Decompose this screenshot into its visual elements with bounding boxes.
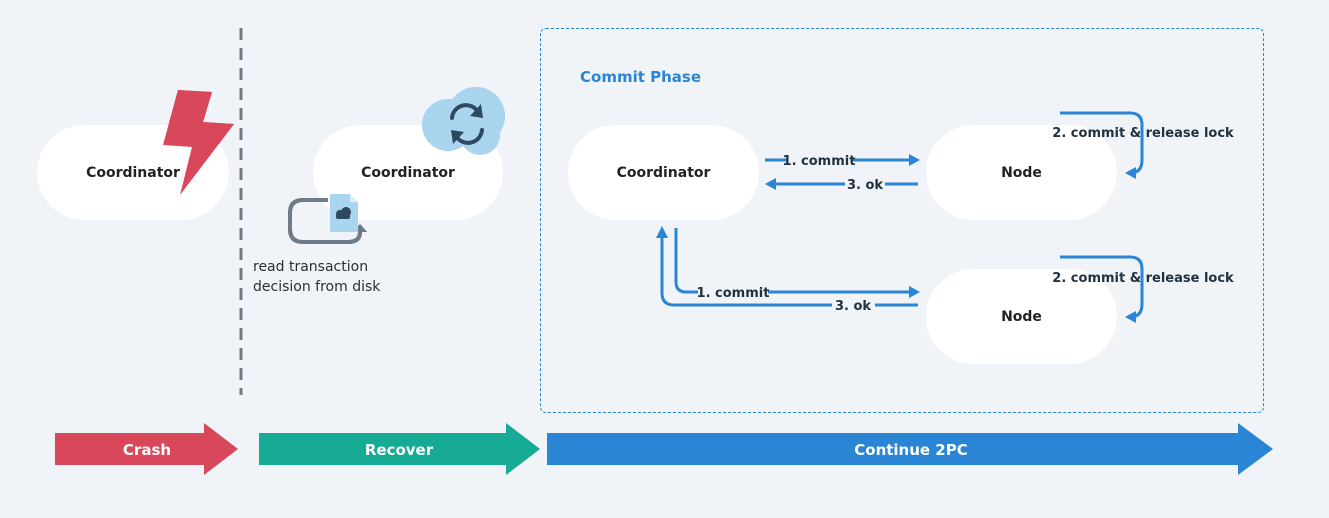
stage-label-crash: Crash: [123, 441, 171, 459]
commit-coordinator-label: Coordinator: [616, 164, 711, 181]
msg-ok-bottom-arrow: [656, 226, 918, 307]
recover-coordinator-node: Coordinator: [313, 125, 503, 220]
commit-coordinator-node: Coordinator: [568, 125, 759, 220]
msg-commit-top-arrow: [765, 154, 920, 166]
recover-coordinator-label: Coordinator: [361, 164, 455, 181]
commit-phase-box: [540, 28, 1264, 413]
recover-note: read transaction decision from disk: [253, 257, 380, 297]
commit-phase-title: Commit Phase: [580, 68, 702, 86]
recover-note-line1: read transaction: [253, 259, 369, 275]
recover-note-line2: decision from disk: [253, 279, 381, 295]
node-bottom-label: Node: [1001, 308, 1042, 325]
self-loop-top: [1060, 111, 1144, 175]
stage-arrow-continue: Continue 2PC: [547, 423, 1273, 475]
node-top-label: Node: [1001, 164, 1042, 181]
stage-label-continue: Continue 2PC: [854, 441, 968, 459]
crash-coordinator-node: Coordinator: [37, 125, 229, 220]
self-loop-bottom: [1060, 255, 1144, 319]
stage-arrow-recover: Recover: [259, 423, 540, 475]
node-top: Node: [926, 125, 1117, 220]
stage-label-recover: Recover: [365, 441, 434, 459]
stage-arrow-crash: Crash: [55, 423, 238, 475]
msg-ok-top-arrow: [765, 178, 918, 190]
self-loop-bottom-arrowhead: [1125, 311, 1136, 323]
self-loop-top-arrowhead: [1125, 167, 1136, 179]
node-bottom: Node: [926, 269, 1117, 364]
crash-coordinator-label: Coordinator: [86, 164, 180, 181]
msg-commit-bottom-arrow: [674, 228, 920, 298]
